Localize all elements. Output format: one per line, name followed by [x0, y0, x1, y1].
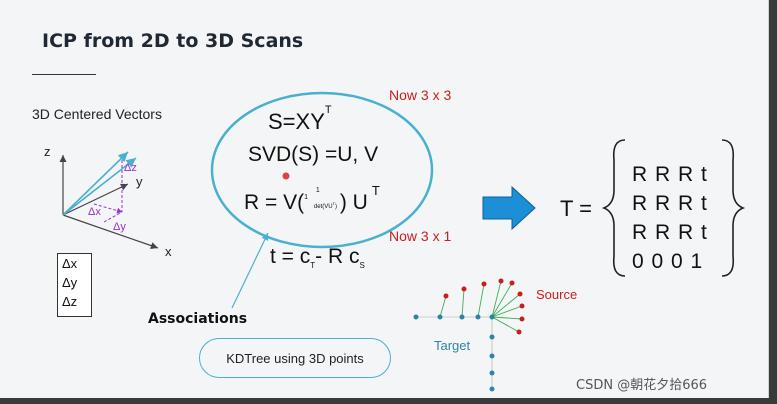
kdtree-bubble: KDTree using 3D points: [199, 338, 391, 378]
y-axis: [62, 183, 129, 216]
note-now-3x3: Now 3 x 3: [389, 87, 452, 103]
delta-legend: Δx Δy Δz: [57, 253, 92, 317]
axis-label-x: x: [165, 244, 172, 259]
axis-label-y: y: [136, 174, 143, 189]
delta-y-label: Δy: [113, 221, 126, 233]
equations-ellipse: [210, 91, 434, 249]
note-now-3x1: Now 3 x 1: [389, 228, 452, 244]
equation-svd: SVD(S) =U, V: [248, 143, 379, 166]
watermark: CSDN @朝花夕拾666: [576, 378, 708, 393]
matrix-row: R R R t: [632, 163, 708, 186]
vector-a: [62, 151, 129, 216]
left-brace: [601, 139, 626, 277]
title-underline: [32, 74, 96, 75]
big-arrow-icon: [482, 185, 536, 231]
diagram-canvas: [59, 91, 746, 392]
legend-dx: Δx: [62, 256, 78, 271]
transform-lhs: T =: [560, 196, 593, 221]
equation-s: S=XYT: [268, 104, 332, 134]
vector-b: [62, 157, 137, 216]
vectors-label: 3D Centered Vectors: [32, 106, 162, 122]
associations-label: Associations: [148, 311, 248, 327]
target-label: Target: [434, 338, 471, 353]
legend-dz: Δz: [62, 294, 78, 309]
right-brace: [721, 139, 746, 277]
transform-matrix: R R R t R R R t R R R t 0 0 0 1: [632, 160, 708, 276]
delta-z-label: Δz: [124, 162, 137, 174]
slide: ICP from 2D to 3D Scans 3D Centered Vect…: [0, 0, 769, 398]
slide-title: ICP from 2D to 3D Scans: [42, 30, 304, 52]
equation-r: R = V(1 1 det(VUT) ) UT: [244, 183, 380, 214]
source-label: Source: [536, 287, 578, 302]
legend-dy: Δy: [62, 275, 78, 290]
dy-component: [103, 211, 123, 223]
cursor-dot: [282, 172, 290, 180]
equation-t: t = cT- R cS: [270, 245, 365, 271]
matrix-row: R R R t: [632, 192, 708, 215]
point-correspondence-diagram: [413, 278, 525, 392]
delta-x-label: Δx: [88, 206, 101, 218]
x-axis: [62, 214, 159, 250]
associations-arrow: [231, 232, 269, 309]
matrix-row: R R R t: [632, 221, 708, 244]
axis-label-z: z: [44, 144, 51, 159]
matrix-row: 0 0 0 1: [632, 250, 704, 273]
